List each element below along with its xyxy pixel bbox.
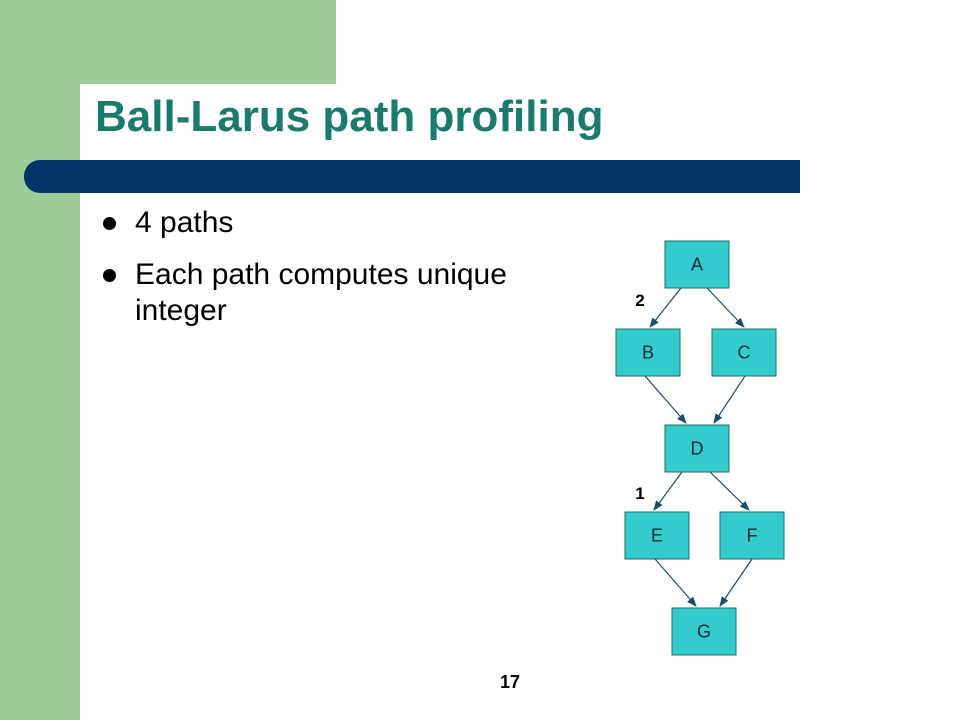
edge-e-g bbox=[654, 558, 697, 607]
node-e: E bbox=[624, 511, 690, 560]
node-c: C bbox=[711, 328, 777, 377]
bullet-list: 4 paths Each path computes unique intege… bbox=[100, 205, 520, 345]
node-box bbox=[664, 240, 730, 289]
node-label: A bbox=[691, 255, 703, 275]
node-box bbox=[671, 607, 737, 656]
node-box bbox=[711, 328, 777, 377]
edge-label-a-b: 2 bbox=[635, 291, 644, 310]
node-label: D bbox=[691, 439, 704, 459]
node-d: D bbox=[664, 424, 730, 473]
slide-title: Ball-Larus path profiling bbox=[95, 92, 604, 141]
node-box bbox=[719, 511, 785, 560]
sidebar-decoration bbox=[0, 0, 80, 720]
edge-d-f bbox=[709, 471, 750, 511]
edge-b-d bbox=[644, 375, 687, 424]
bullet-text: Each path computes unique integer bbox=[135, 258, 507, 327]
title-rule bbox=[24, 160, 800, 193]
bullet-item: Each path computes unique integer bbox=[100, 257, 520, 329]
edge-c-d bbox=[713, 375, 746, 424]
header-block-decoration bbox=[80, 0, 336, 84]
node-label: C bbox=[738, 343, 751, 363]
node-g: G bbox=[671, 607, 737, 656]
title-corner-decoration bbox=[80, 84, 160, 164]
node-a: A bbox=[664, 240, 730, 289]
edge-label-d-e: 1 bbox=[635, 484, 644, 503]
edge-a-c bbox=[706, 287, 745, 328]
node-box bbox=[624, 511, 690, 560]
bullet-text: 4 paths bbox=[135, 206, 234, 239]
node-label: B bbox=[642, 343, 654, 363]
page-number: 17 bbox=[499, 672, 521, 692]
node-label: E bbox=[651, 526, 663, 546]
bullet-icon bbox=[103, 217, 116, 230]
edge-f-g bbox=[719, 558, 753, 607]
node-b: B bbox=[615, 328, 681, 377]
node-label: F bbox=[747, 526, 758, 546]
node-f: F bbox=[719, 511, 785, 560]
bullet-icon bbox=[103, 269, 116, 282]
node-box bbox=[615, 328, 681, 377]
node-label: G bbox=[697, 622, 711, 642]
node-box bbox=[664, 424, 730, 473]
bullet-item: 4 paths bbox=[100, 205, 520, 241]
edge-a-b bbox=[649, 287, 682, 328]
edge-d-e bbox=[653, 471, 683, 511]
